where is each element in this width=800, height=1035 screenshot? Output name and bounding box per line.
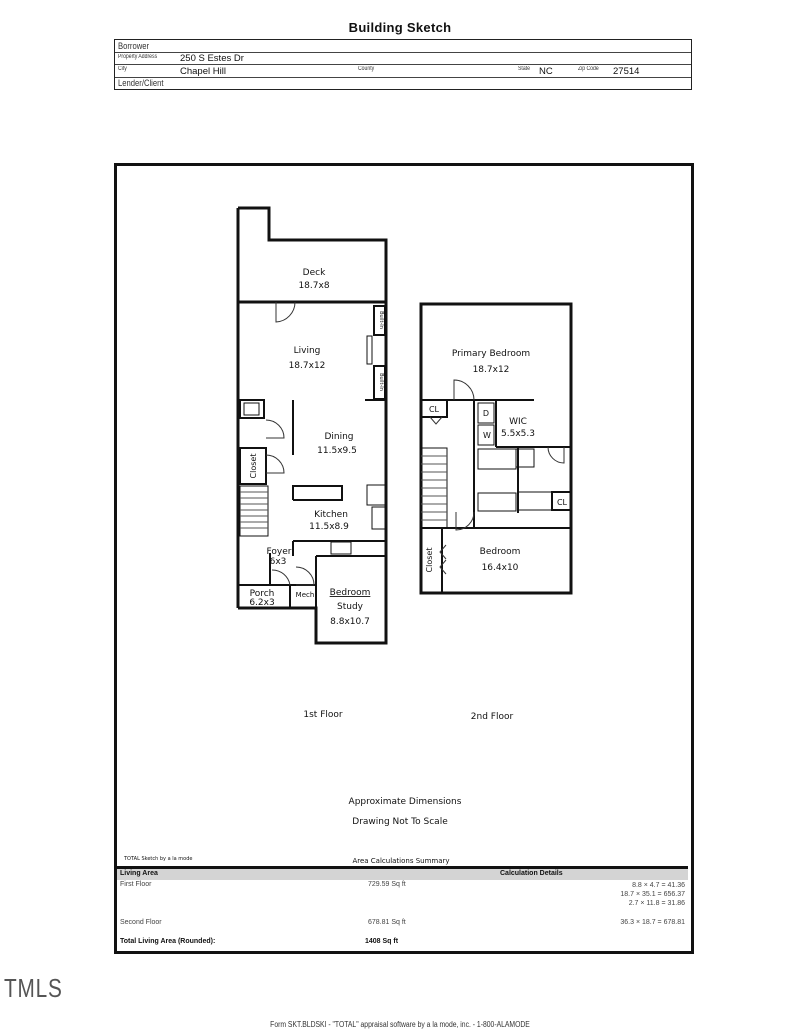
svg-text:CL: CL (557, 498, 568, 507)
room-living: Living (294, 346, 321, 356)
borrower-row: Borrower (115, 40, 691, 53)
room-bedroom: Bedroom (480, 547, 521, 557)
room-wic: WIC (509, 417, 527, 427)
svg-text:16.4x10: 16.4x10 (482, 563, 519, 573)
zip-value: 27514 (613, 66, 640, 77)
svg-text:11.5x9.5: 11.5x9.5 (317, 446, 357, 456)
lender-row: Lender/Client (115, 77, 691, 89)
svg-text:Built-In: Built-In (378, 373, 384, 391)
room-porch: Porch (250, 589, 275, 599)
first-floor-calc-1: 8.8 × 4.7 = 41.36 (632, 882, 685, 889)
document-title: Building Sketch (348, 20, 452, 35)
svg-text:18.7x12: 18.7x12 (473, 365, 510, 375)
property-address-row: Property Address 250 S Estes Dr (115, 52, 691, 65)
svg-text:11.5x8.9: 11.5x8.9 (309, 522, 349, 532)
county-label: County (358, 66, 375, 72)
room-deck: Deck (303, 268, 326, 278)
svg-text:6.2x3: 6.2x3 (249, 598, 274, 608)
svg-text:Closet: Closet (425, 548, 434, 573)
svg-text:Closet: Closet (249, 454, 258, 479)
total-living-area-value: 1408 Sq ft (365, 938, 399, 945)
room-dining: Dining (324, 432, 353, 442)
first-floor-calc-3: 2.7 × 11.8 = 31.86 (628, 900, 685, 907)
svg-text:D: D (483, 409, 489, 418)
svg-text:5.5x5.3: 5.5x5.3 (501, 429, 535, 439)
first-floor-calc-2: 18.7 × 35.1 = 656.37 (620, 891, 685, 898)
living-area-header: Living Area (120, 870, 158, 877)
svg-text:18.7x8: 18.7x8 (298, 281, 329, 291)
svg-text:CL: CL (429, 405, 440, 414)
state-value: NC (539, 66, 553, 77)
lender-label: Lender/Client (118, 78, 164, 88)
property-address-label: Property Address (118, 54, 158, 60)
borrower-label: Borrower (118, 41, 150, 51)
room-foyer: Foyer (267, 547, 292, 557)
second-floor-label: 2nd Floor (471, 712, 514, 722)
sketch-credit: TOTAL Sketch by a la mode (123, 856, 192, 862)
svg-text:18.7x12: 18.7x12 (289, 361, 326, 371)
state-label: State (518, 66, 530, 72)
total-living-area-label: Total Living Area (Rounded): (120, 938, 216, 945)
second-floor-row-label: Second Floor (120, 919, 162, 926)
area-summary-header: Living Area Calculation Details (117, 869, 688, 880)
second-floor-calc-1: 36.3 × 18.7 = 678.81 (620, 919, 685, 926)
zip-label: Zip Code (578, 66, 599, 72)
city-label: City (118, 66, 127, 72)
first-floor-row-label: First Floor (120, 881, 152, 888)
svg-text:Mech: Mech (296, 591, 315, 599)
note-approx-dims: Approximate Dimensions (349, 797, 462, 807)
city-value: Chapel Hill (180, 66, 226, 77)
svg-text:Built-In: Built-In (378, 311, 384, 329)
svg-text:W: W (483, 431, 491, 440)
room-bedroom-study: Bedroom (330, 588, 371, 598)
first-floor-label: 1st Floor (303, 710, 342, 720)
city-row: City Chapel Hill County State NC Zip Cod… (115, 64, 691, 78)
calc-details-header: Calculation Details (500, 870, 563, 877)
area-summary-title: Area Calculations Summary (352, 857, 449, 865)
room-kitchen: Kitchen (314, 510, 348, 520)
room-primary-bedroom: Primary Bedroom (452, 349, 530, 359)
subject-header: Borrower Property Address 250 S Estes Dr… (114, 39, 692, 90)
sketch-frame (114, 163, 694, 954)
area-summary-table: Living Area Calculation Details First Fl… (117, 866, 688, 951)
svg-text:Study: Study (337, 602, 364, 612)
tmls-watermark: TMLS (4, 973, 63, 1003)
property-address-value: 250 S Estes Dr (180, 53, 244, 64)
svg-text:8.8x10.7: 8.8x10.7 (330, 617, 370, 627)
form-footer: Form SKT.BLDSKI - "TOTAL" appraisal soft… (270, 1020, 530, 1029)
second-floor-area: 678.81 Sq ft (368, 919, 406, 926)
svg-text:6x3: 6x3 (270, 557, 287, 567)
note-not-to-scale: Drawing Not To Scale (352, 817, 448, 827)
first-floor-area: 729.59 Sq ft (368, 881, 406, 888)
